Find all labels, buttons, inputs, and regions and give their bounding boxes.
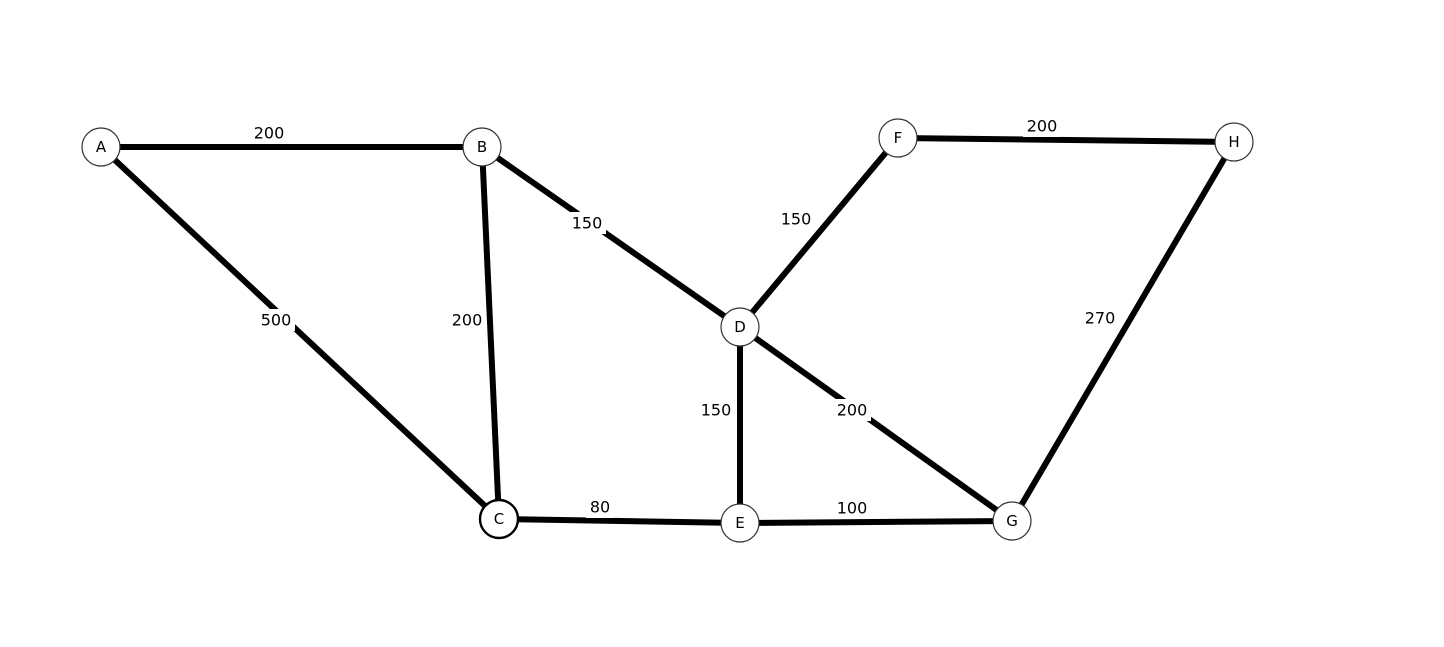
edge-weight-background xyxy=(697,399,735,421)
edge-weight-label-g-h: 270 xyxy=(1081,307,1119,329)
edge-d-g xyxy=(738,324,1014,524)
edge-weight-background xyxy=(257,309,295,331)
edge-weight-background xyxy=(777,208,815,230)
edge-weight-text: 200 xyxy=(1027,117,1058,136)
edge-g-h xyxy=(1009,140,1237,523)
node-h: H xyxy=(1214,122,1254,162)
node-d: D xyxy=(720,307,760,347)
node-circle xyxy=(878,118,918,158)
edge-weight-text: 200 xyxy=(837,401,868,420)
node-f: F xyxy=(878,118,918,158)
edge-a-c xyxy=(98,144,502,522)
node-label: A xyxy=(96,138,107,156)
node-circle xyxy=(478,498,520,540)
node-a: A xyxy=(81,127,121,167)
edge-weight-background xyxy=(1023,115,1061,137)
edges-layer xyxy=(98,135,1237,526)
node-label: E xyxy=(735,514,744,532)
edge-weight-text: 150 xyxy=(781,210,812,229)
edge-weight-background xyxy=(250,122,288,144)
edge-weight-text: 150 xyxy=(701,401,732,420)
edge-weight-text: 150 xyxy=(572,214,603,233)
node-circle xyxy=(720,307,760,347)
node-g: G xyxy=(992,501,1032,541)
node-label: H xyxy=(1228,133,1239,151)
edge-weight-text: 100 xyxy=(837,499,868,518)
edge-b-c xyxy=(479,146,502,520)
edge-weight-text: 270 xyxy=(1085,309,1116,328)
edge-d-f xyxy=(737,136,901,329)
edge-weight-text: 200 xyxy=(254,124,285,143)
node-circle xyxy=(1214,122,1254,162)
edge-c-e xyxy=(498,516,741,526)
node-circle xyxy=(81,127,121,167)
edge-weight-background xyxy=(833,399,871,421)
node-c: C xyxy=(478,498,520,540)
node-label: D xyxy=(734,318,746,336)
node-circle xyxy=(720,503,760,543)
edge-weight-label-d-e: 150 xyxy=(697,399,735,421)
edge-b-d xyxy=(480,144,742,330)
edge-weight-label-b-d: 150 xyxy=(568,212,606,234)
node-circle xyxy=(992,501,1032,541)
edge-weight-label-b-c: 200 xyxy=(448,309,486,331)
edge-weight-background xyxy=(448,309,486,331)
edge-weight-label-c-e: 80 xyxy=(586,496,614,518)
edge-weight-background xyxy=(833,497,871,519)
node-e: E xyxy=(720,503,760,543)
edge-weight-label-f-h: 200 xyxy=(1023,115,1061,137)
edge-f-h xyxy=(897,135,1235,145)
node-label: F xyxy=(894,129,903,147)
edge-weight-text: 80 xyxy=(590,498,610,517)
edge-weight-label-d-f: 150 xyxy=(777,208,815,230)
edge-weight-label-d-g: 200 xyxy=(833,399,871,421)
edge-weight-background xyxy=(1081,307,1119,329)
edge-e-g xyxy=(739,518,1013,526)
edge-weight-label-e-g: 100 xyxy=(833,497,871,519)
edge-labels-layer: 200 500 200 150 80 150 150 200 100 200 270 xyxy=(250,115,1119,519)
edge-weight-text: 500 xyxy=(261,311,292,330)
edge-weight-label-a-c: 500 xyxy=(257,309,295,331)
edge-weight-text: 200 xyxy=(452,311,483,330)
edge-weight-background xyxy=(586,496,614,518)
node-label: C xyxy=(494,510,504,528)
nodes-layer: A B C D E F G H xyxy=(81,118,1254,543)
node-b: B xyxy=(462,127,502,167)
node-circle xyxy=(462,127,502,167)
node-label: G xyxy=(1006,512,1018,530)
node-label: B xyxy=(477,138,487,156)
edge-weight-background xyxy=(568,212,606,234)
edge-weight-label-a-b: 200 xyxy=(250,122,288,144)
